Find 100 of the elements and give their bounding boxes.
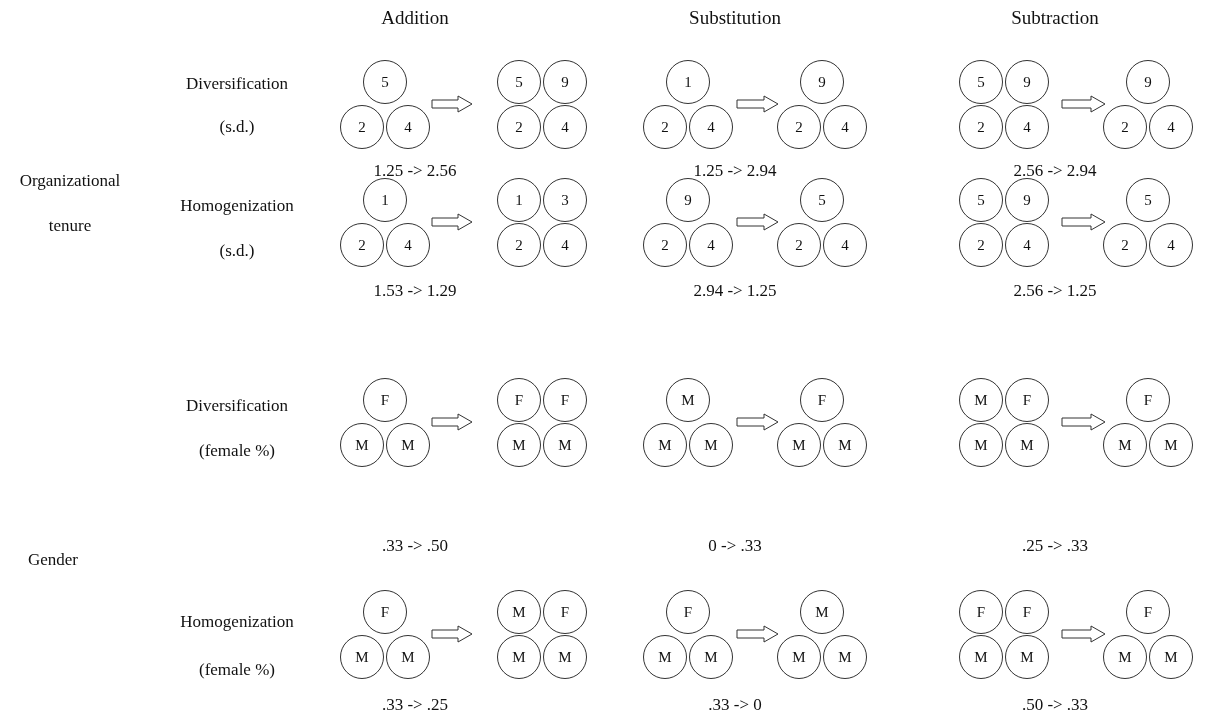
- value-change: .50 -> .33: [1020, 694, 1090, 716]
- block-arrow: [1061, 413, 1106, 431]
- block-arrow: [431, 95, 473, 113]
- member-circle: M: [959, 635, 1003, 679]
- column-header: Addition: [380, 6, 450, 30]
- member-circle: M: [340, 635, 384, 679]
- member-circle: 2: [340, 105, 384, 149]
- member-circle: M: [543, 635, 587, 679]
- member-circle: 4: [543, 105, 587, 149]
- value-change: 0 -> .33: [707, 535, 763, 557]
- value-change: 1.53 -> 1.29: [372, 280, 458, 302]
- member-circle: 4: [823, 223, 867, 267]
- member-circle: M: [1103, 423, 1147, 467]
- member-circle: M: [1005, 635, 1049, 679]
- member-circle: M: [1149, 635, 1193, 679]
- member-circle: 9: [1005, 60, 1049, 104]
- member-circle: 9: [543, 60, 587, 104]
- member-circle: M: [777, 635, 821, 679]
- block-arrow: [431, 625, 473, 643]
- value-change: .33 -> 0: [707, 694, 763, 716]
- block-arrow: [1061, 213, 1106, 231]
- member-circle: 1: [497, 178, 541, 222]
- row-label: Diversification (s.d.): [185, 73, 289, 138]
- member-circle: 2: [1103, 223, 1147, 267]
- block-arrow: [736, 413, 779, 431]
- member-circle: F: [1126, 590, 1170, 634]
- member-circle: M: [1103, 635, 1147, 679]
- member-circle: F: [666, 590, 710, 634]
- member-circle: M: [1005, 423, 1049, 467]
- block-arrow: [431, 213, 473, 231]
- member-circle: 4: [386, 105, 430, 149]
- group-label: Gender: [27, 549, 79, 571]
- member-circle: M: [497, 590, 541, 634]
- member-circle: M: [823, 635, 867, 679]
- member-circle: 2: [777, 223, 821, 267]
- member-circle: M: [666, 378, 710, 422]
- value-change: .33 -> .50: [380, 535, 450, 557]
- member-circle: M: [643, 635, 687, 679]
- member-circle: 2: [497, 105, 541, 149]
- member-circle: 9: [1005, 178, 1049, 222]
- value-change: .25 -> .33: [1020, 535, 1090, 557]
- row-label: Homogenization (s.d.): [179, 195, 295, 262]
- member-circle: 2: [340, 223, 384, 267]
- member-circle: 5: [959, 60, 1003, 104]
- value-change: 2.94 -> 1.25: [692, 280, 778, 302]
- member-circle: F: [543, 590, 587, 634]
- member-circle: 4: [1149, 105, 1193, 149]
- member-circle: M: [386, 423, 430, 467]
- column-header: Substitution: [688, 6, 782, 30]
- member-circle: 5: [800, 178, 844, 222]
- member-circle: M: [543, 423, 587, 467]
- member-circle: M: [823, 423, 867, 467]
- member-circle: 4: [689, 105, 733, 149]
- member-circle: F: [497, 378, 541, 422]
- member-circle: 2: [1103, 105, 1147, 149]
- member-circle: M: [959, 423, 1003, 467]
- member-circle: 2: [497, 223, 541, 267]
- member-circle: 4: [1005, 223, 1049, 267]
- member-circle: 9: [800, 60, 844, 104]
- block-arrow: [431, 413, 473, 431]
- member-circle: 1: [363, 178, 407, 222]
- member-circle: M: [340, 423, 384, 467]
- member-circle: M: [959, 378, 1003, 422]
- member-circle: 4: [386, 223, 430, 267]
- member-circle: 2: [777, 105, 821, 149]
- row-label: Diversification (female %): [185, 395, 289, 462]
- member-circle: 4: [1149, 223, 1193, 267]
- member-circle: 5: [363, 60, 407, 104]
- member-circle: F: [1005, 378, 1049, 422]
- block-arrow: [736, 213, 779, 231]
- member-circle: M: [689, 635, 733, 679]
- member-circle: F: [800, 378, 844, 422]
- member-circle: 9: [1126, 60, 1170, 104]
- row-label: Homogenization (female %): [179, 611, 295, 681]
- member-circle: 1: [666, 60, 710, 104]
- member-circle: M: [1149, 423, 1193, 467]
- member-circle: F: [959, 590, 1003, 634]
- member-circle: F: [1005, 590, 1049, 634]
- member-circle: M: [386, 635, 430, 679]
- member-circle: M: [497, 423, 541, 467]
- group-label: Organizational tenure: [18, 170, 122, 237]
- block-arrow: [1061, 95, 1106, 113]
- member-circle: 4: [543, 223, 587, 267]
- member-circle: M: [800, 590, 844, 634]
- member-circle: 2: [643, 105, 687, 149]
- member-circle: 3: [543, 178, 587, 222]
- column-header: Subtraction: [1010, 6, 1100, 30]
- member-circle: 2: [643, 223, 687, 267]
- member-circle: 2: [959, 105, 1003, 149]
- member-circle: M: [643, 423, 687, 467]
- member-circle: 9: [666, 178, 710, 222]
- member-circle: 5: [959, 178, 1003, 222]
- value-change: 2.56 -> 1.25: [1012, 280, 1098, 302]
- member-circle: F: [363, 590, 407, 634]
- member-circle: F: [1126, 378, 1170, 422]
- member-circle: 4: [689, 223, 733, 267]
- member-circle: F: [363, 378, 407, 422]
- member-circle: 5: [497, 60, 541, 104]
- member-circle: 5: [1126, 178, 1170, 222]
- member-circle: 2: [959, 223, 1003, 267]
